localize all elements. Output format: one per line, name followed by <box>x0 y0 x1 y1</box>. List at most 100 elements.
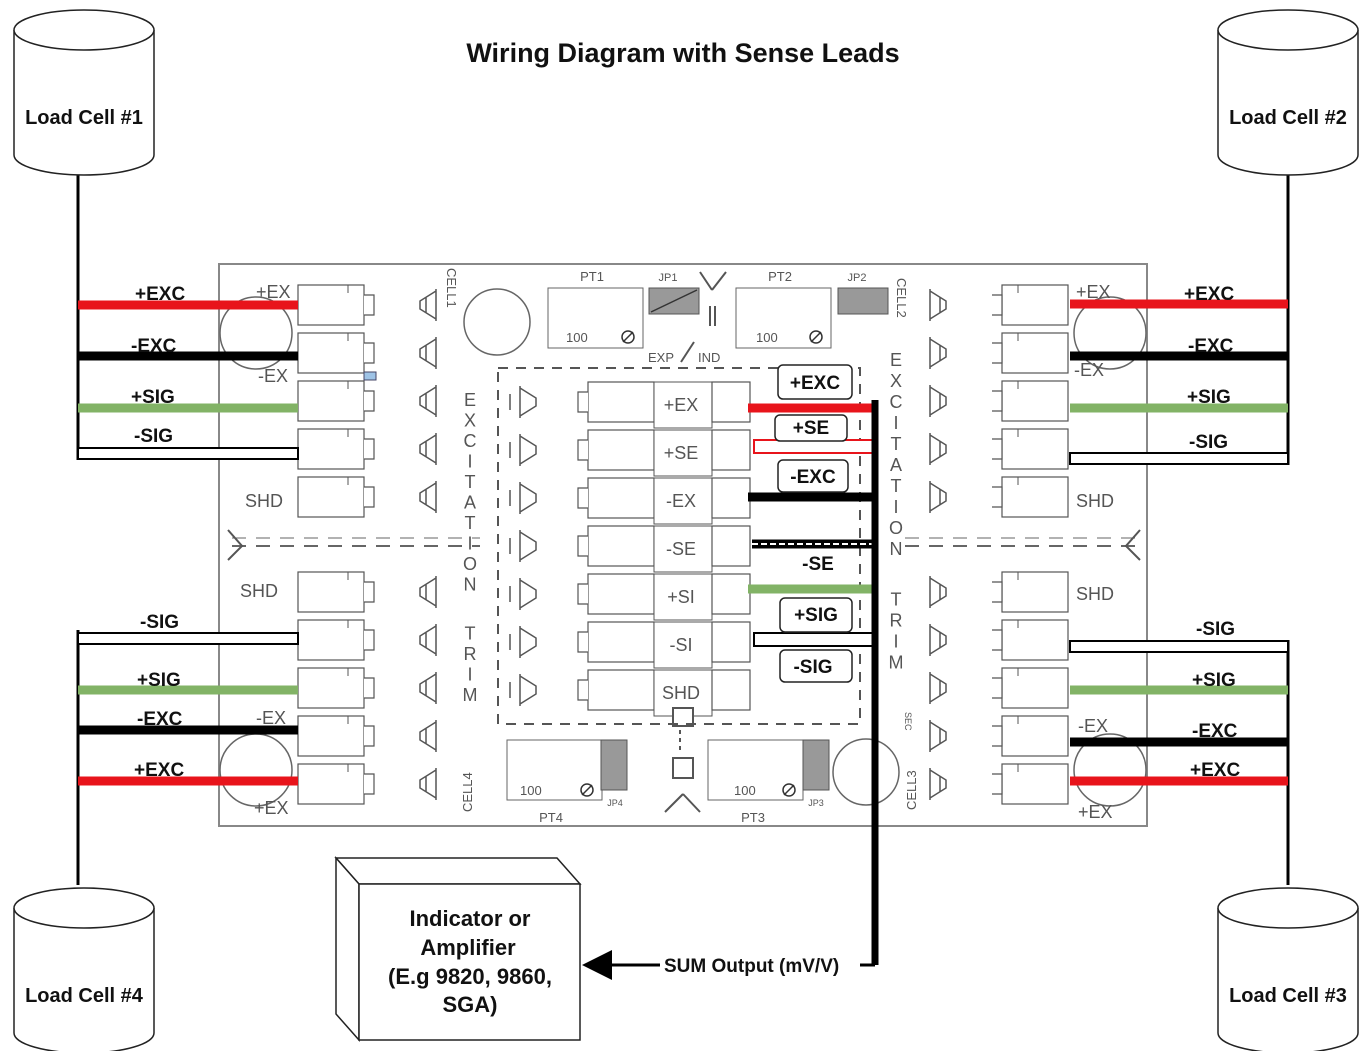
terminal <box>929 380 1069 422</box>
load-cell-4: Load Cell #4 <box>13 887 155 1051</box>
terminal <box>929 476 1069 518</box>
svg-text:PT4: PT4 <box>539 810 563 825</box>
summing-pin-label: +EX <box>664 395 699 415</box>
terminal <box>297 380 437 422</box>
load-cell-label: Load Cell #1 <box>25 107 143 129</box>
summing-terminal: +SI <box>509 573 751 621</box>
mounting-hole <box>463 288 531 356</box>
terminal <box>929 667 1069 709</box>
pin-label: +EX <box>1076 282 1111 302</box>
trim-letter: T <box>891 434 902 454</box>
cell-label-4: CELL4 <box>460 772 475 812</box>
svg-text:PT3: PT3 <box>741 810 765 825</box>
trim-letter: E <box>890 350 902 370</box>
summing-terminal: -SE <box>509 525 751 573</box>
summing-pin-label: +SE <box>664 443 699 463</box>
trim-letter: X <box>890 371 902 391</box>
mounting-hole <box>1073 296 1147 370</box>
label-plus-exc: +EXC <box>134 760 184 781</box>
terminal <box>929 763 1069 805</box>
summing-terminal: SHD <box>509 669 751 717</box>
load-cell-label: Load Cell #2 <box>1229 107 1347 129</box>
board-divider <box>227 529 1141 561</box>
trim-letter: R <box>890 610 903 630</box>
summing-pin-label: -SE <box>666 539 696 559</box>
summing-pin-label: +SI <box>667 587 695 607</box>
terminal <box>297 715 437 757</box>
label-out-plus-exc: +EXC <box>777 364 853 400</box>
terminal-block-cell4 <box>297 571 437 805</box>
sec-label: SEC <box>903 712 913 731</box>
terminal <box>297 428 437 470</box>
trim-letter: O <box>463 554 477 574</box>
trim-letter: M <box>463 685 478 705</box>
indicator-line: SGA) <box>443 992 498 1017</box>
trim-letter: I <box>893 631 898 651</box>
indicator-box: Indicator or Amplifier (E.g 9820, 9860, … <box>334 856 582 1042</box>
jumper-jp2: JP2 <box>837 272 889 315</box>
mounting-hole <box>219 296 293 370</box>
pot-pt3: PT3 100 JP3 <box>707 739 830 825</box>
terminal <box>297 332 437 374</box>
trim-letter: M <box>889 652 904 672</box>
terminal <box>297 284 437 326</box>
cell-label-3: CELL3 <box>904 770 919 810</box>
terminal-block-cell3 <box>929 571 1069 805</box>
label-minus-sig: -SIG <box>1196 619 1235 640</box>
terminal <box>297 667 437 709</box>
terminal <box>297 619 437 661</box>
terminal <box>297 571 437 613</box>
svg-text:+SE: +SE <box>793 418 829 439</box>
pin-label: -EX <box>1078 716 1108 736</box>
bottom-connector <box>664 707 701 813</box>
wire-cell1-minus-sig <box>77 447 299 460</box>
svg-text:JP1: JP1 <box>659 272 678 284</box>
svg-text:IND: IND <box>698 350 720 365</box>
trim-letter: X <box>464 411 476 431</box>
svg-text:+EXC: +EXC <box>790 373 840 394</box>
indicator-line: Indicator or <box>409 906 530 931</box>
summing-pin-label: -EX <box>666 491 696 511</box>
cell-label-1: CELL1 <box>444 268 459 308</box>
trim-letter: T <box>891 589 902 609</box>
trim-letter: E <box>464 390 476 410</box>
terminal <box>929 332 1069 374</box>
load-cell-label: Load Cell #4 <box>25 985 144 1007</box>
label-plus-exc: +EXC <box>1184 284 1234 305</box>
terminal <box>929 619 1069 661</box>
svg-text:-SIG: -SIG <box>793 657 832 678</box>
terminal-block-cell2 <box>929 284 1069 518</box>
load-cells: Load Cell #1 Load Cell #2 Load Cell #3 Load… <box>13 9 1359 1051</box>
svg-text:JP3: JP3 <box>808 798 824 808</box>
svg-text:100: 100 <box>566 330 588 345</box>
jumper-jp1: JP1 <box>648 272 700 315</box>
indicator-line: Amplifier <box>420 935 516 960</box>
cell-label-2: CELL2 <box>894 278 909 318</box>
trim-letter: T <box>465 472 476 492</box>
label-out-plus-se: +SE <box>774 414 848 442</box>
pin-label-shd: SHD <box>1076 491 1114 511</box>
mounting-hole <box>832 738 900 806</box>
label-minus-sig: -SIG <box>1189 432 1228 453</box>
svg-text:100: 100 <box>756 330 778 345</box>
trim-letter: I <box>893 413 898 433</box>
pin-label: -EX <box>1074 360 1104 380</box>
trim-letter: N <box>890 539 903 559</box>
wires <box>76 175 1290 980</box>
trim-letter: C <box>890 392 903 412</box>
pin-label-shd: SHD <box>1076 584 1114 604</box>
trim-letter: R <box>464 644 477 664</box>
load-cell-label: Load Cell #3 <box>1229 985 1347 1007</box>
trim-letter: I <box>467 665 472 685</box>
svg-text:-EXC: -EXC <box>790 467 836 488</box>
svg-text:PT1: PT1 <box>580 269 604 284</box>
label-out-minus-exc: -EXC <box>777 459 849 493</box>
trim-letter: O <box>889 518 903 538</box>
svg-text:JP2: JP2 <box>848 272 867 284</box>
terminal <box>297 476 437 518</box>
terminal <box>929 571 1069 613</box>
